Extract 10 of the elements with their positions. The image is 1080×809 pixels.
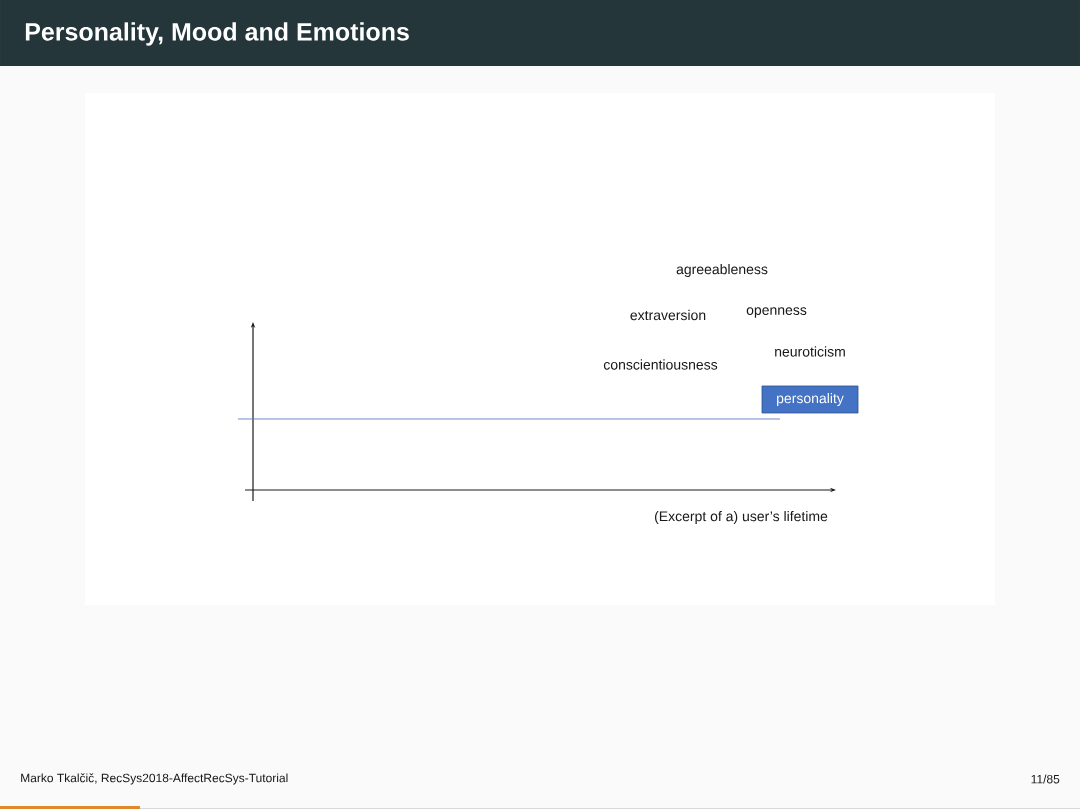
trait-label: neuroticism — [775, 346, 845, 357]
trait-label: extraversion — [630, 309, 706, 321]
page-number: 11/85 — [1031, 774, 1060, 784]
trait-label: openness — [746, 307, 807, 318]
footer-text: Marko Tkalčič, RecSys2018-AffectRecSys-Tutorial — [21, 773, 288, 785]
slide-title: Personality, Mood and Emotions — [25, 22, 409, 46]
axis-label: (Excerpt of a) user’s lifetime — [655, 510, 828, 524]
trait-label: conscientiousness — [603, 359, 718, 370]
label-box: personality — [761, 385, 859, 414]
trait-label: agreeableness — [676, 263, 768, 277]
